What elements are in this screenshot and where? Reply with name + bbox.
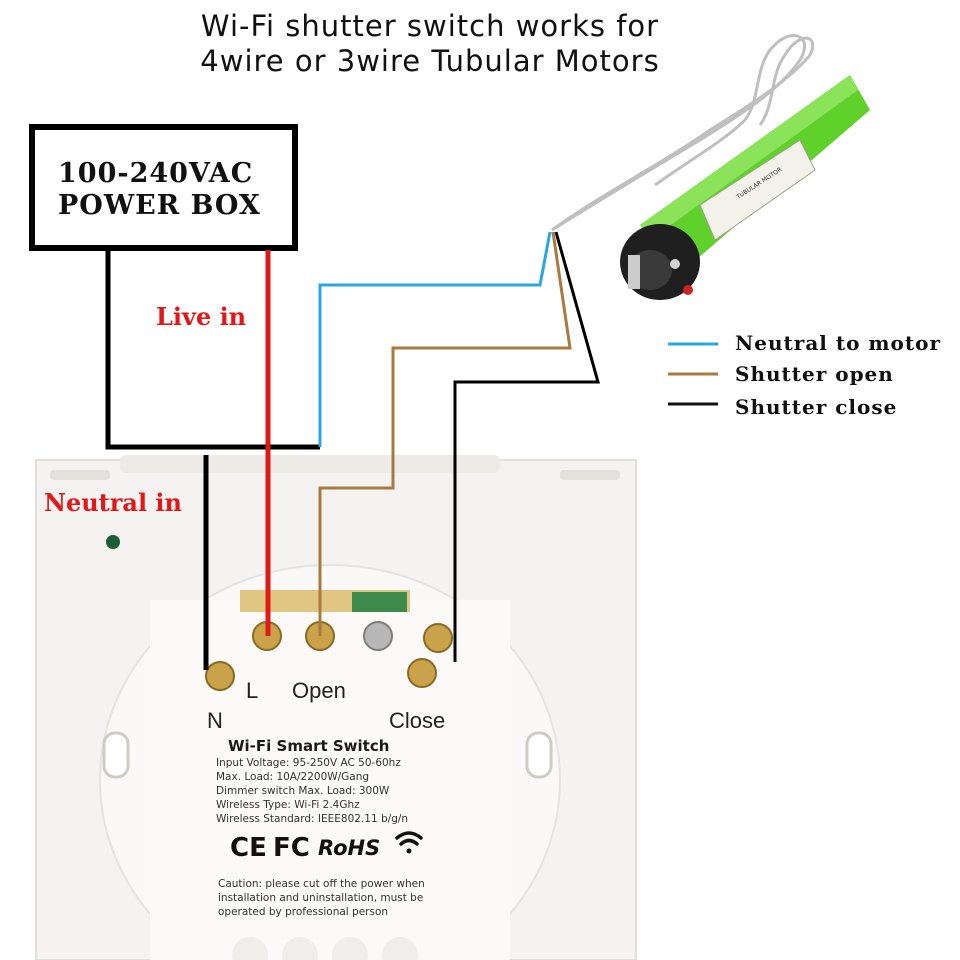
- screw-terminal-spare: [363, 621, 393, 651]
- spec-line: Max. Load: 10A/2200W/Gang: [216, 771, 370, 783]
- screw-terminal-close-top: [423, 623, 453, 653]
- motor-tube-highlight: [640, 75, 858, 240]
- indicator-led: [106, 535, 120, 549]
- wire-shutter-open: [318, 231, 572, 636]
- switch-label-title: Wi-Fi Smart Switch: [228, 737, 390, 755]
- terminal-label-close: Close: [389, 708, 446, 733]
- motor-head-plug: [628, 255, 640, 289]
- wire-neutral-loop: [105, 250, 320, 450]
- legend-shutter-close: Shutter close: [735, 395, 898, 419]
- motor-head-screw: [670, 259, 680, 269]
- screw-terminal-n: [205, 661, 235, 691]
- live-in-label: Live in: [156, 302, 247, 331]
- legend-shutter-open: Shutter open: [735, 362, 894, 386]
- motor-head-red-button: [683, 285, 693, 295]
- motor-label-plate: [699, 139, 816, 241]
- spec-line: Input Voltage: 95-250V AC 50-60hz: [216, 757, 401, 769]
- switch-plate-top-tab: [120, 455, 500, 473]
- fc-mark: FC: [273, 833, 310, 863]
- power-box: [29, 124, 298, 251]
- legend-neutral-to-motor: Neutral to motor: [735, 331, 941, 355]
- caution-line: operated by professional person: [218, 906, 389, 918]
- terminal-label-n: N: [207, 708, 223, 733]
- spec-line: Wireless Type: Wi-Fi 2.4Ghz: [216, 799, 360, 811]
- spec-line: Dimmer switch Max. Load: 300W: [216, 785, 390, 797]
- caution-line: Caution: please cut off the power when: [218, 878, 425, 890]
- motor-cable: [551, 34, 815, 232]
- switch-plate-slot: [560, 470, 620, 480]
- power-box-label-1: 100-240VAC: [58, 158, 254, 189]
- wire-neutral-to-motor: [318, 231, 552, 447]
- mount-slot-left: [102, 731, 130, 779]
- title-line-2: 4wire or 3wire Tubular Motors: [200, 44, 660, 78]
- terminal-label-l: L: [246, 678, 259, 703]
- ce-mark: CE: [230, 833, 267, 863]
- neutral-in-label: Neutral in: [44, 488, 182, 517]
- switch-plate: [35, 455, 637, 960]
- rohs-mark: RoHS: [318, 836, 381, 860]
- switch-plate-slot: [50, 470, 110, 480]
- spec-line: Wireless Standard: IEEE802.11 b/g/n: [216, 813, 409, 825]
- tubular-motor: [620, 75, 870, 300]
- switch-bottom-notches: [232, 937, 418, 960]
- caution-line: installation and uninstallation, must be: [218, 892, 424, 904]
- power-box-label-2: POWER BOX: [58, 190, 261, 221]
- wire-shutter-close: [453, 231, 600, 662]
- wifi-icon: [395, 831, 423, 854]
- switch-module-face: [150, 600, 510, 960]
- title-line-1: Wi-Fi shutter switch works for: [200, 9, 660, 43]
- terminal-block-green: [352, 592, 407, 612]
- mount-slot-right: [525, 731, 553, 779]
- terminal-label-open: Open: [292, 678, 346, 703]
- screw-terminal-close: [407, 658, 437, 688]
